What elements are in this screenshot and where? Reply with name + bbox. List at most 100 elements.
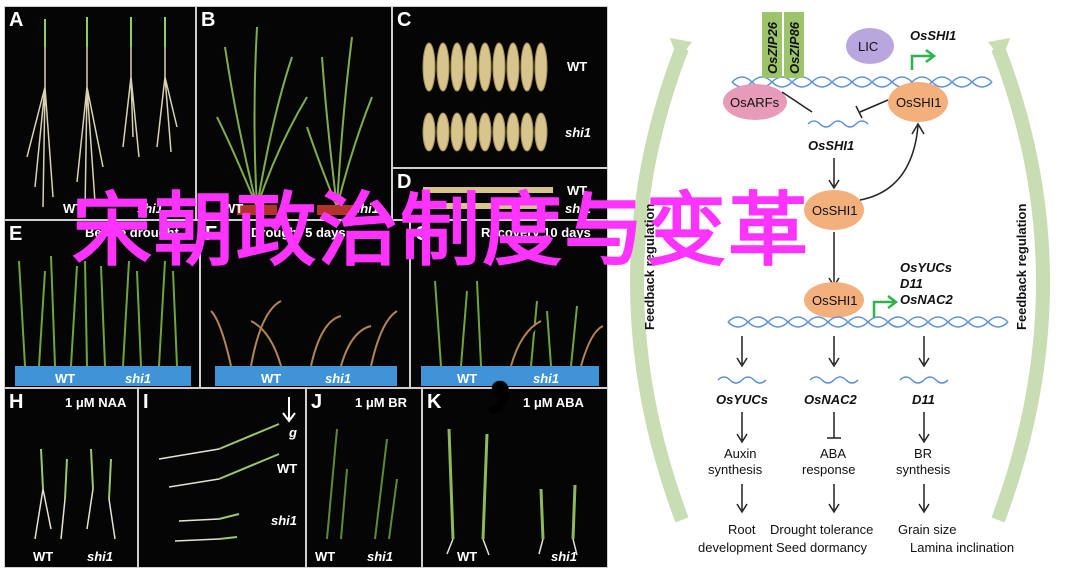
osshi1-top-label: OsSHI1 bbox=[910, 28, 956, 43]
panel-i-shi1-label: shi1 bbox=[271, 513, 298, 528]
panel-k-title: 1 μM ABA bbox=[523, 395, 584, 410]
panel-b-plants-image bbox=[216, 26, 373, 215]
column-br-process-1: BR bbox=[914, 446, 932, 461]
osshi1-node-1 bbox=[888, 82, 948, 122]
promoter-arrow-top bbox=[910, 49, 937, 70]
column-auxin-outcome-2: development bbox=[698, 540, 773, 555]
panel-a: A WT shi1 bbox=[4, 6, 196, 220]
osshi1-node-2-label: OsSHI1 bbox=[812, 203, 858, 218]
panel-i-g-label: g bbox=[289, 425, 297, 440]
panel-j: J 1 μM BR WT shi1 bbox=[306, 388, 422, 568]
panel-f-tray-image bbox=[210, 300, 398, 386]
panel-h-title: 1 μM NAA bbox=[65, 395, 127, 410]
oszip26-box bbox=[762, 12, 782, 78]
osshi1-node-2 bbox=[804, 190, 864, 230]
panel-c: C WT shi1 bbox=[392, 6, 608, 168]
column-br-process-2: synthesis bbox=[896, 462, 951, 477]
panel-j-wt-label: WT bbox=[315, 549, 336, 564]
osshi1-node-3 bbox=[804, 282, 864, 318]
panel-g-tray-image bbox=[421, 280, 604, 386]
panel-h: H 1 μM NAA WT shi1 bbox=[4, 388, 138, 568]
panel-g-label: G bbox=[415, 223, 431, 245]
panel-b-shi1-label: shi1 bbox=[353, 201, 380, 216]
panel-d-label: D bbox=[397, 171, 412, 193]
panel-d: D WT shi1 bbox=[392, 168, 608, 220]
panel-j-label: J bbox=[311, 391, 323, 413]
panel-g: G Recovery 10 days WT shi1 bbox=[410, 220, 608, 388]
panel-h-shi1-label: shi1 bbox=[87, 549, 114, 564]
mrna-wave-yucs bbox=[717, 376, 767, 384]
column-aba-process-1: ABA bbox=[820, 446, 846, 461]
panel-j-shi1-label: shi1 bbox=[367, 549, 394, 564]
osshi1-node-1-label: OsSHI1 bbox=[896, 95, 942, 110]
panel-b-label: B bbox=[201, 9, 216, 31]
mrna-wave-d11 bbox=[899, 376, 949, 384]
column-auxin-process-2: synthesis bbox=[708, 462, 763, 477]
panel-k-wt-label: WT bbox=[457, 549, 478, 564]
panel-k-shi1-label: shi1 bbox=[551, 549, 578, 564]
panel-i-wt-label: WT bbox=[277, 461, 298, 476]
column-br-outcome-2: Lamina inclination bbox=[910, 540, 1014, 555]
panel-k-label: K bbox=[427, 391, 442, 413]
feedback-arc-right-head bbox=[988, 38, 1010, 60]
panel-d-grains-image bbox=[423, 187, 553, 209]
column-br: D11 BR synthesis Grain size Lamina incli… bbox=[896, 336, 1014, 555]
lic-label: LIC bbox=[858, 39, 878, 54]
panel-a-shi1-label: shi1 bbox=[137, 201, 164, 216]
column-br-gene: D11 bbox=[912, 392, 935, 407]
panel-i-label: I bbox=[143, 391, 149, 413]
column-auxin-process-1: Auxin bbox=[724, 446, 757, 461]
panel-e: E Before drought WT shi1 bbox=[4, 220, 200, 388]
oszip26-label: OsZIP26 bbox=[765, 21, 780, 74]
panel-c-wt-label: WT bbox=[567, 59, 588, 74]
feedback-label-left: Feedback regulation bbox=[642, 204, 657, 330]
oszip86-label: OsZIP86 bbox=[787, 21, 802, 74]
panel-f-title: Drought 5 days bbox=[251, 225, 346, 240]
panel-d-wt-label: WT bbox=[567, 183, 588, 198]
arrow-down-1 bbox=[828, 158, 840, 190]
feedback-arc-right bbox=[991, 45, 1050, 523]
osarfs-label: OsARFs bbox=[730, 95, 780, 110]
panel-c-label: C bbox=[397, 9, 412, 31]
panel-k-seedlings-image bbox=[446, 428, 578, 556]
arrow-feedback-up bbox=[859, 122, 925, 201]
feedback-arc-left bbox=[630, 45, 689, 523]
column-aba-outcome-1: Drought tolerance bbox=[770, 522, 873, 537]
panel-c-grains-image bbox=[422, 42, 548, 152]
panel-b-wt-label: WT bbox=[223, 201, 244, 216]
panel-c-shi1-label: shi1 bbox=[565, 125, 592, 140]
panel-g-shi1-label: shi1 bbox=[533, 371, 560, 386]
panel-h-seedlings-image bbox=[34, 448, 116, 540]
panel-f: F Drought 5 days WT shi1 bbox=[200, 220, 410, 388]
arrow-osarfs-to-osshi1 bbox=[781, 91, 813, 113]
panel-g-wt-label: WT bbox=[457, 371, 478, 386]
gene-list-nac2: OsNAC2 bbox=[900, 292, 954, 307]
panel-h-label: H bbox=[9, 391, 24, 413]
osshi1-node-3-label: OsSHI1 bbox=[812, 293, 858, 308]
panel-i: I g WT shi1 bbox=[138, 388, 306, 568]
overlay-title: 宋朝政治制度与变革 bbox=[72, 184, 810, 277]
gene-list-yucs: OsYUCs bbox=[900, 260, 952, 275]
column-auxin-outcome-1: Root bbox=[728, 522, 756, 537]
panel-h-wt-label: WT bbox=[33, 549, 54, 564]
panel-f-shi1-label: shi1 bbox=[325, 371, 352, 386]
panel-f-wt-label: WT bbox=[261, 371, 282, 386]
panel-e-tray-image bbox=[15, 255, 191, 386]
panel-b: B WT shi1 bbox=[196, 6, 392, 220]
panel-e-label: E bbox=[9, 223, 23, 245]
osarfs-node bbox=[723, 84, 787, 120]
panel-i-seedlings-image bbox=[158, 397, 296, 542]
panel-g-title: Recovery 10 days bbox=[481, 225, 591, 240]
mrna-wave-nac2 bbox=[809, 376, 859, 384]
panel-e-shi1-label: shi1 bbox=[125, 371, 152, 386]
column-aba-outcome-2: Seed dormancy bbox=[776, 540, 868, 555]
oszip86-box bbox=[784, 12, 804, 78]
column-aba: OsNAC2 ABA response Drought tolerance Se… bbox=[770, 336, 873, 555]
panel-e-wt-label: WT bbox=[55, 371, 76, 386]
dna-helix-top bbox=[731, 76, 993, 88]
panel-k: K 1 μM ABA WT shi1 bbox=[422, 388, 608, 568]
inhibit-osshi1-to-gene bbox=[855, 99, 889, 119]
arrow-down-2 bbox=[828, 232, 840, 288]
panel-d-shi1-label: shi1 bbox=[565, 201, 592, 216]
osshi1-mid-label: OsSHI1 bbox=[808, 138, 854, 153]
